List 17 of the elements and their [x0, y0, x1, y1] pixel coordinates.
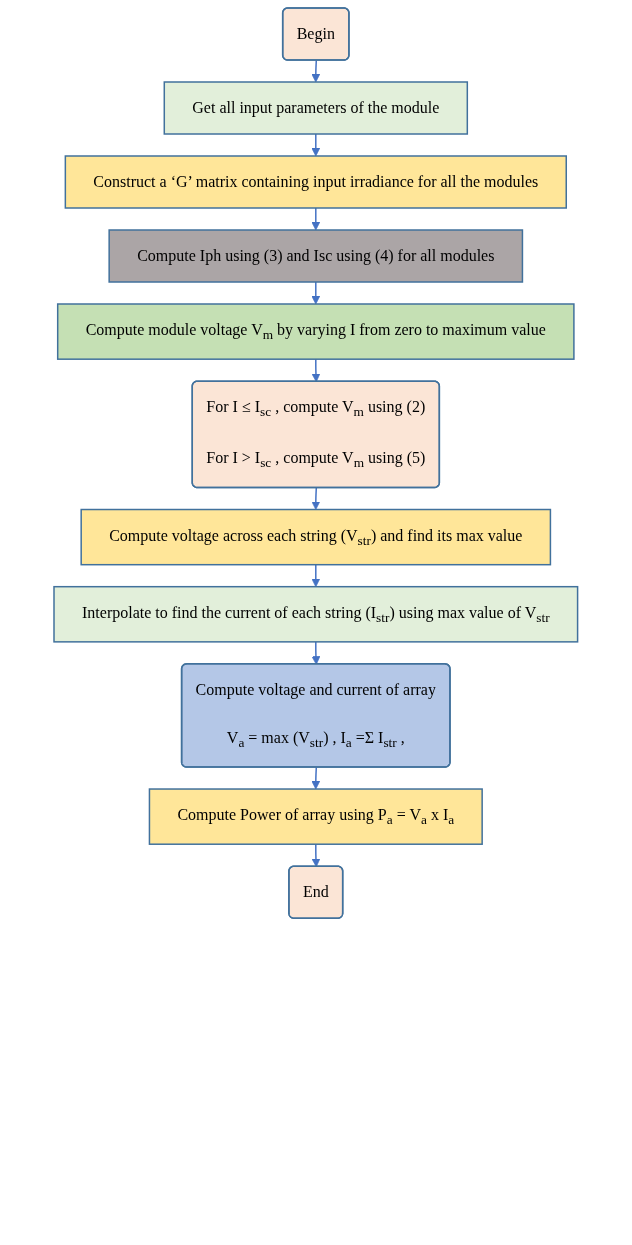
node-box: Get all input parameters of the module	[163, 81, 469, 135]
arrow	[311, 207, 321, 231]
arrow	[311, 766, 321, 790]
node-box: Compute voltage across each string (V$_{str}$) and find its max value	[80, 508, 552, 566]
arrow	[311, 843, 321, 868]
arrow	[311, 133, 321, 157]
node-box: Compute module voltage V$_{m}$ by varying I from zero to maximum value	[57, 303, 575, 360]
node-box: Construct a ‘G’ matrix containing input irradiance for all the modules	[64, 155, 568, 209]
arrow	[311, 358, 321, 383]
arrow	[311, 281, 321, 305]
arrow	[311, 487, 321, 510]
arrow	[311, 59, 321, 83]
arrow	[311, 641, 321, 665]
arrow	[311, 563, 321, 588]
node-box: Interpolate to find the current of each string (I$_{str}$) using max value of V$_{str}$	[53, 585, 579, 643]
node-box: Compute Power of array using P$_{a}$ = V$_{a}$ x I$_{a}$	[148, 788, 484, 845]
node-box: Compute Iph using (3) and Isc using (4) for all modules	[108, 229, 524, 283]
